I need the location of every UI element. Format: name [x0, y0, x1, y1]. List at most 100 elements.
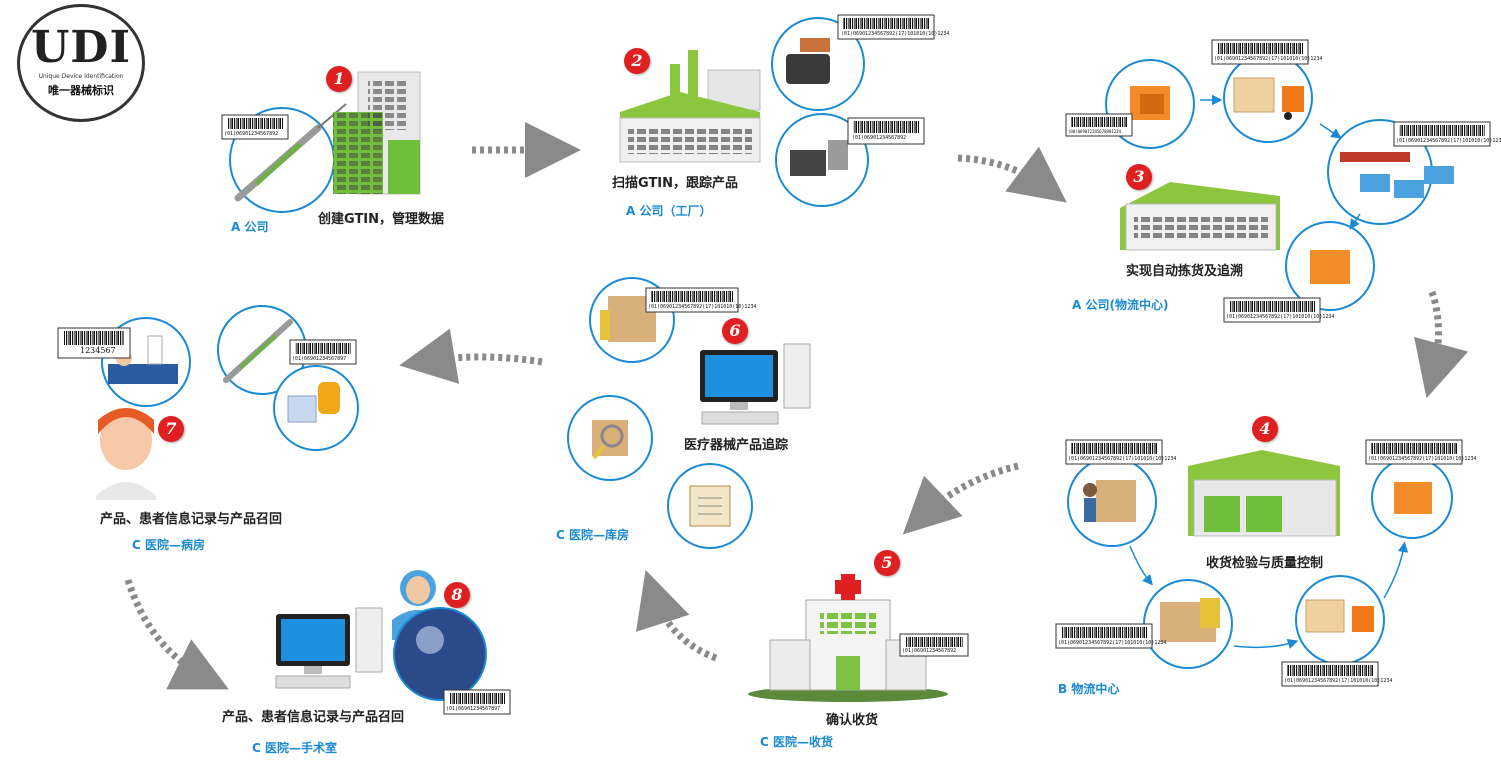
- syringe-icon: [223, 319, 293, 383]
- worker-boxes-icon: [1083, 480, 1136, 522]
- storage-shelves-icon: [1160, 598, 1220, 642]
- clipboard-icon: [689, 485, 731, 527]
- barcode-label: [1211, 39, 1309, 65]
- step-3-location: A 公司(物流中心): [1072, 298, 1169, 312]
- barcode-label: [847, 117, 925, 145]
- step-1-group: [221, 71, 421, 213]
- logo-subtitle: Unique Device Identification: [38, 73, 124, 80]
- step-3-group: [1065, 39, 1491, 323]
- step-5-location: C 医院—收货: [760, 735, 833, 749]
- office-building-icon: [333, 71, 421, 195]
- barcode-text: (01)06901234567892: [902, 648, 957, 654]
- barcode-label: [1365, 439, 1463, 465]
- barcode-label: [443, 689, 511, 715]
- step-7-group: [57, 305, 359, 500]
- step-5-group: [748, 574, 969, 702]
- logo-cn: 唯一器械标识: [48, 84, 114, 97]
- computer-icon: [275, 607, 383, 689]
- flow-arrows: [124, 122, 1469, 690]
- step-number-2: 2: [624, 48, 650, 74]
- step-8-caption: 产品、患者信息记录与产品召回: [222, 710, 405, 725]
- step-2-caption: 扫描GTIN，跟踪产品: [612, 176, 739, 191]
- barcode-label: [837, 14, 935, 40]
- barcode-text: (01)06901234567892(17)101010(10)1234: [1284, 678, 1393, 684]
- arrow-4-to-5: [902, 462, 1019, 535]
- arrow-7-to-8: [124, 578, 229, 690]
- conveyor-trucks-icon: [1340, 152, 1454, 198]
- arrow-2-to-3: [957, 146, 1067, 203]
- barcode-text: (01)06901234567892(17)101010(10)1234: [1058, 640, 1167, 646]
- warehouse-icon: [1120, 182, 1280, 251]
- forklift-icon: [1233, 77, 1304, 120]
- nurse-icon: [96, 408, 156, 500]
- magnifier-box-icon: [592, 420, 628, 460]
- step-4-location: B 物流中心: [1058, 682, 1120, 696]
- step-number-3: 3: [1126, 164, 1152, 190]
- barcode-label: [899, 633, 969, 657]
- barcode-label: [1223, 297, 1321, 323]
- syringe-icon: [234, 103, 347, 202]
- step-2-location: A 公司（工厂）: [626, 204, 712, 218]
- barcode-text: (01)06901234567892(17)101010(10)1234: [1396, 138, 1501, 144]
- barcode-text: (01)06901234567892(17)101010(10)1234: [1226, 314, 1335, 320]
- barcode-label: [1281, 661, 1379, 687]
- barcode-label: [57, 327, 131, 359]
- barcode-label: [289, 339, 357, 365]
- computer-icon: [700, 343, 811, 425]
- barcode-text: (01)06901234567892: [224, 131, 279, 137]
- step-4-group: [1055, 439, 1463, 687]
- step-3-caption: 实现自动拣货及追溯: [1126, 264, 1244, 279]
- step-number-4: 4: [1252, 416, 1278, 442]
- forklift-icon: [1305, 599, 1374, 633]
- barcode-text: (01)06901234567892(17)101010(10)1234: [1214, 56, 1323, 62]
- step-number-5: 5: [874, 550, 900, 576]
- barcode-text: (01)06901234567892(17)101010(10)1234: [1068, 456, 1177, 462]
- scanner-icon: [786, 38, 830, 84]
- step-7-location: C 医院—病房: [132, 538, 205, 552]
- barcode-text: (01)06901234567897: [292, 356, 347, 362]
- shipping-boxes-icon: [1394, 482, 1432, 514]
- arrow-6-to-7: [399, 328, 543, 384]
- scan-station-icon: [790, 140, 848, 176]
- barcode-label: [1393, 121, 1491, 147]
- step-number-1: 1: [326, 66, 352, 92]
- barcode-label: [645, 287, 739, 313]
- step-2-group: [619, 14, 935, 207]
- barcode-text: 1234567: [80, 346, 116, 355]
- step-5-caption: 确认收货: [826, 713, 879, 728]
- barcode-label: [1065, 113, 1133, 137]
- barcode-label: [1065, 439, 1163, 465]
- step-6-group: [567, 277, 811, 549]
- step-1-location: A 公司: [231, 220, 269, 234]
- barcode-text: (01)06901234567892(17)101010(10)1234: [1368, 456, 1477, 462]
- step-8-location: C 医院—手术室: [252, 741, 337, 755]
- surgery-circle: [393, 607, 487, 701]
- shipping-boxes-icon: [1310, 250, 1350, 284]
- step-1-caption: 创建GTIN，管理数据: [318, 212, 445, 227]
- step-7-caption: 产品、患者信息记录与产品召回: [100, 512, 283, 527]
- step-number-7: 7: [158, 416, 184, 442]
- green-warehouse-icon: [1188, 450, 1340, 537]
- step-number-8: 8: [444, 582, 470, 608]
- arrow-5-to-6: [636, 570, 718, 662]
- udi-logo: UDI Unique Device Identification 唯一器械标识: [17, 4, 145, 122]
- arrow-3-to-4: [1414, 290, 1469, 399]
- barcode-label: [1055, 623, 1153, 649]
- barcode-text: (01)06901234567892(17)101010(10)1234: [648, 304, 757, 310]
- barcode-text: (01)06901234567897: [446, 706, 501, 712]
- shipping-boxes-icon: [1130, 86, 1170, 120]
- barcode-text: (01)06901234567892(17)101010(10)1234: [841, 31, 950, 37]
- step-4-caption: 收货检验与质量控制: [1206, 556, 1324, 571]
- barcode-text: (00)069012345678901234: [1068, 129, 1121, 134]
- pills-icon: [287, 382, 340, 423]
- hospital-building-icon: [748, 574, 948, 702]
- step-8-group: [275, 570, 511, 715]
- factory-icon: [619, 50, 761, 163]
- barcode-label: [221, 114, 289, 140]
- barcode-text: (01)06901234567892: [852, 135, 907, 141]
- step-number-6: 6: [722, 318, 748, 344]
- logo-title: UDI: [30, 22, 132, 73]
- step-6-location: C 医院—库房: [556, 528, 629, 542]
- step-6-caption: 医疗器械产品追踪: [684, 438, 789, 453]
